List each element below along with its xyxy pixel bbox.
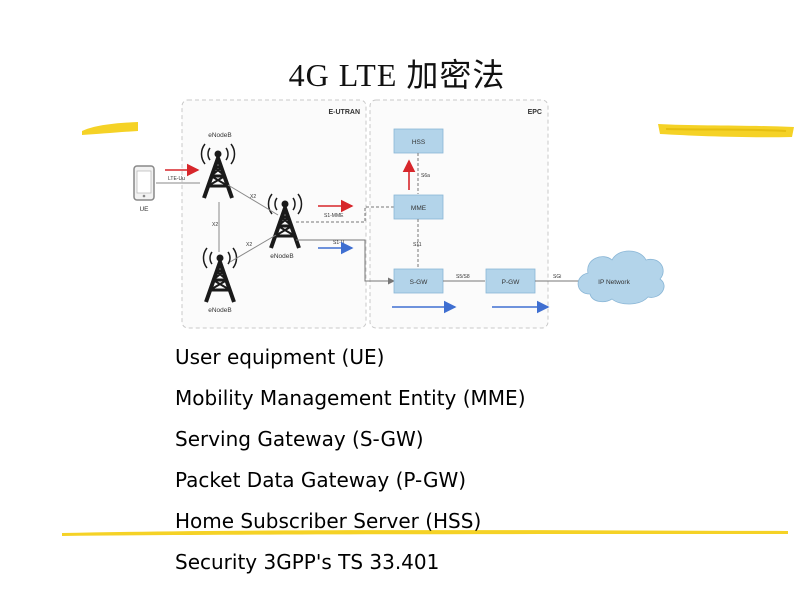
s5s8-label: S5/S8 (456, 274, 470, 280)
hss-label: HSS (412, 139, 426, 146)
pgw-node (485, 268, 536, 294)
mme-label: MME (411, 205, 427, 212)
terms-list: User equipment (UE) Mobility Management … (175, 340, 526, 586)
lte-uu-label: LTE-Uu (168, 176, 185, 182)
brush-stroke-bottom (62, 530, 788, 536)
brush-stroke-right (658, 124, 794, 138)
page-title: 4G LTE 加密法 (288, 57, 506, 93)
list-item: Mobility Management Entity (MME) (175, 386, 526, 410)
ip-network-cloud-icon (577, 250, 665, 305)
pgw-label: P-GW (502, 279, 521, 286)
s11-label: S11 (413, 242, 422, 248)
ue-phone-icon (133, 165, 155, 201)
s1mme-link (296, 206, 394, 223)
ue-label: UE (139, 206, 149, 213)
list-item: Home Subscriber Server (HSS) (175, 509, 482, 533)
list-item: Packet Data Gateway (P-GW) (175, 468, 467, 492)
list-item: Serving Gateway (S-GW) (175, 427, 424, 451)
list-item: User equipment (UE) (175, 345, 385, 369)
eutran-label: E-UTRAN (329, 109, 361, 116)
sgi-label: SGi (553, 274, 561, 280)
epc-label: EPC (528, 109, 542, 116)
x2-bottom-label: X2 (246, 242, 252, 248)
s1u-label: S1-U (333, 240, 345, 246)
list-item: Security 3GPP's TS 33.401 (175, 550, 440, 574)
s1u-link (296, 239, 395, 285)
x2-link-top (227, 184, 279, 216)
ip-network-label: IP Network (598, 279, 630, 286)
enodeb-right-label: eNodeB (270, 253, 294, 260)
x2-left-label: X2 (212, 222, 218, 228)
enodeb-top-label: eNodeB (208, 132, 232, 139)
x2-top-label: X2 (250, 194, 256, 200)
brush-stroke-left (82, 122, 138, 135)
s6a-label: S6a (421, 173, 430, 179)
sgw-label: S-GW (410, 279, 429, 286)
s1mme-label: S1-MME (324, 213, 344, 219)
enodeb-bottom-label: eNodeB (208, 307, 232, 314)
sgw-node (393, 268, 444, 294)
x2-link-bottom (229, 234, 277, 263)
